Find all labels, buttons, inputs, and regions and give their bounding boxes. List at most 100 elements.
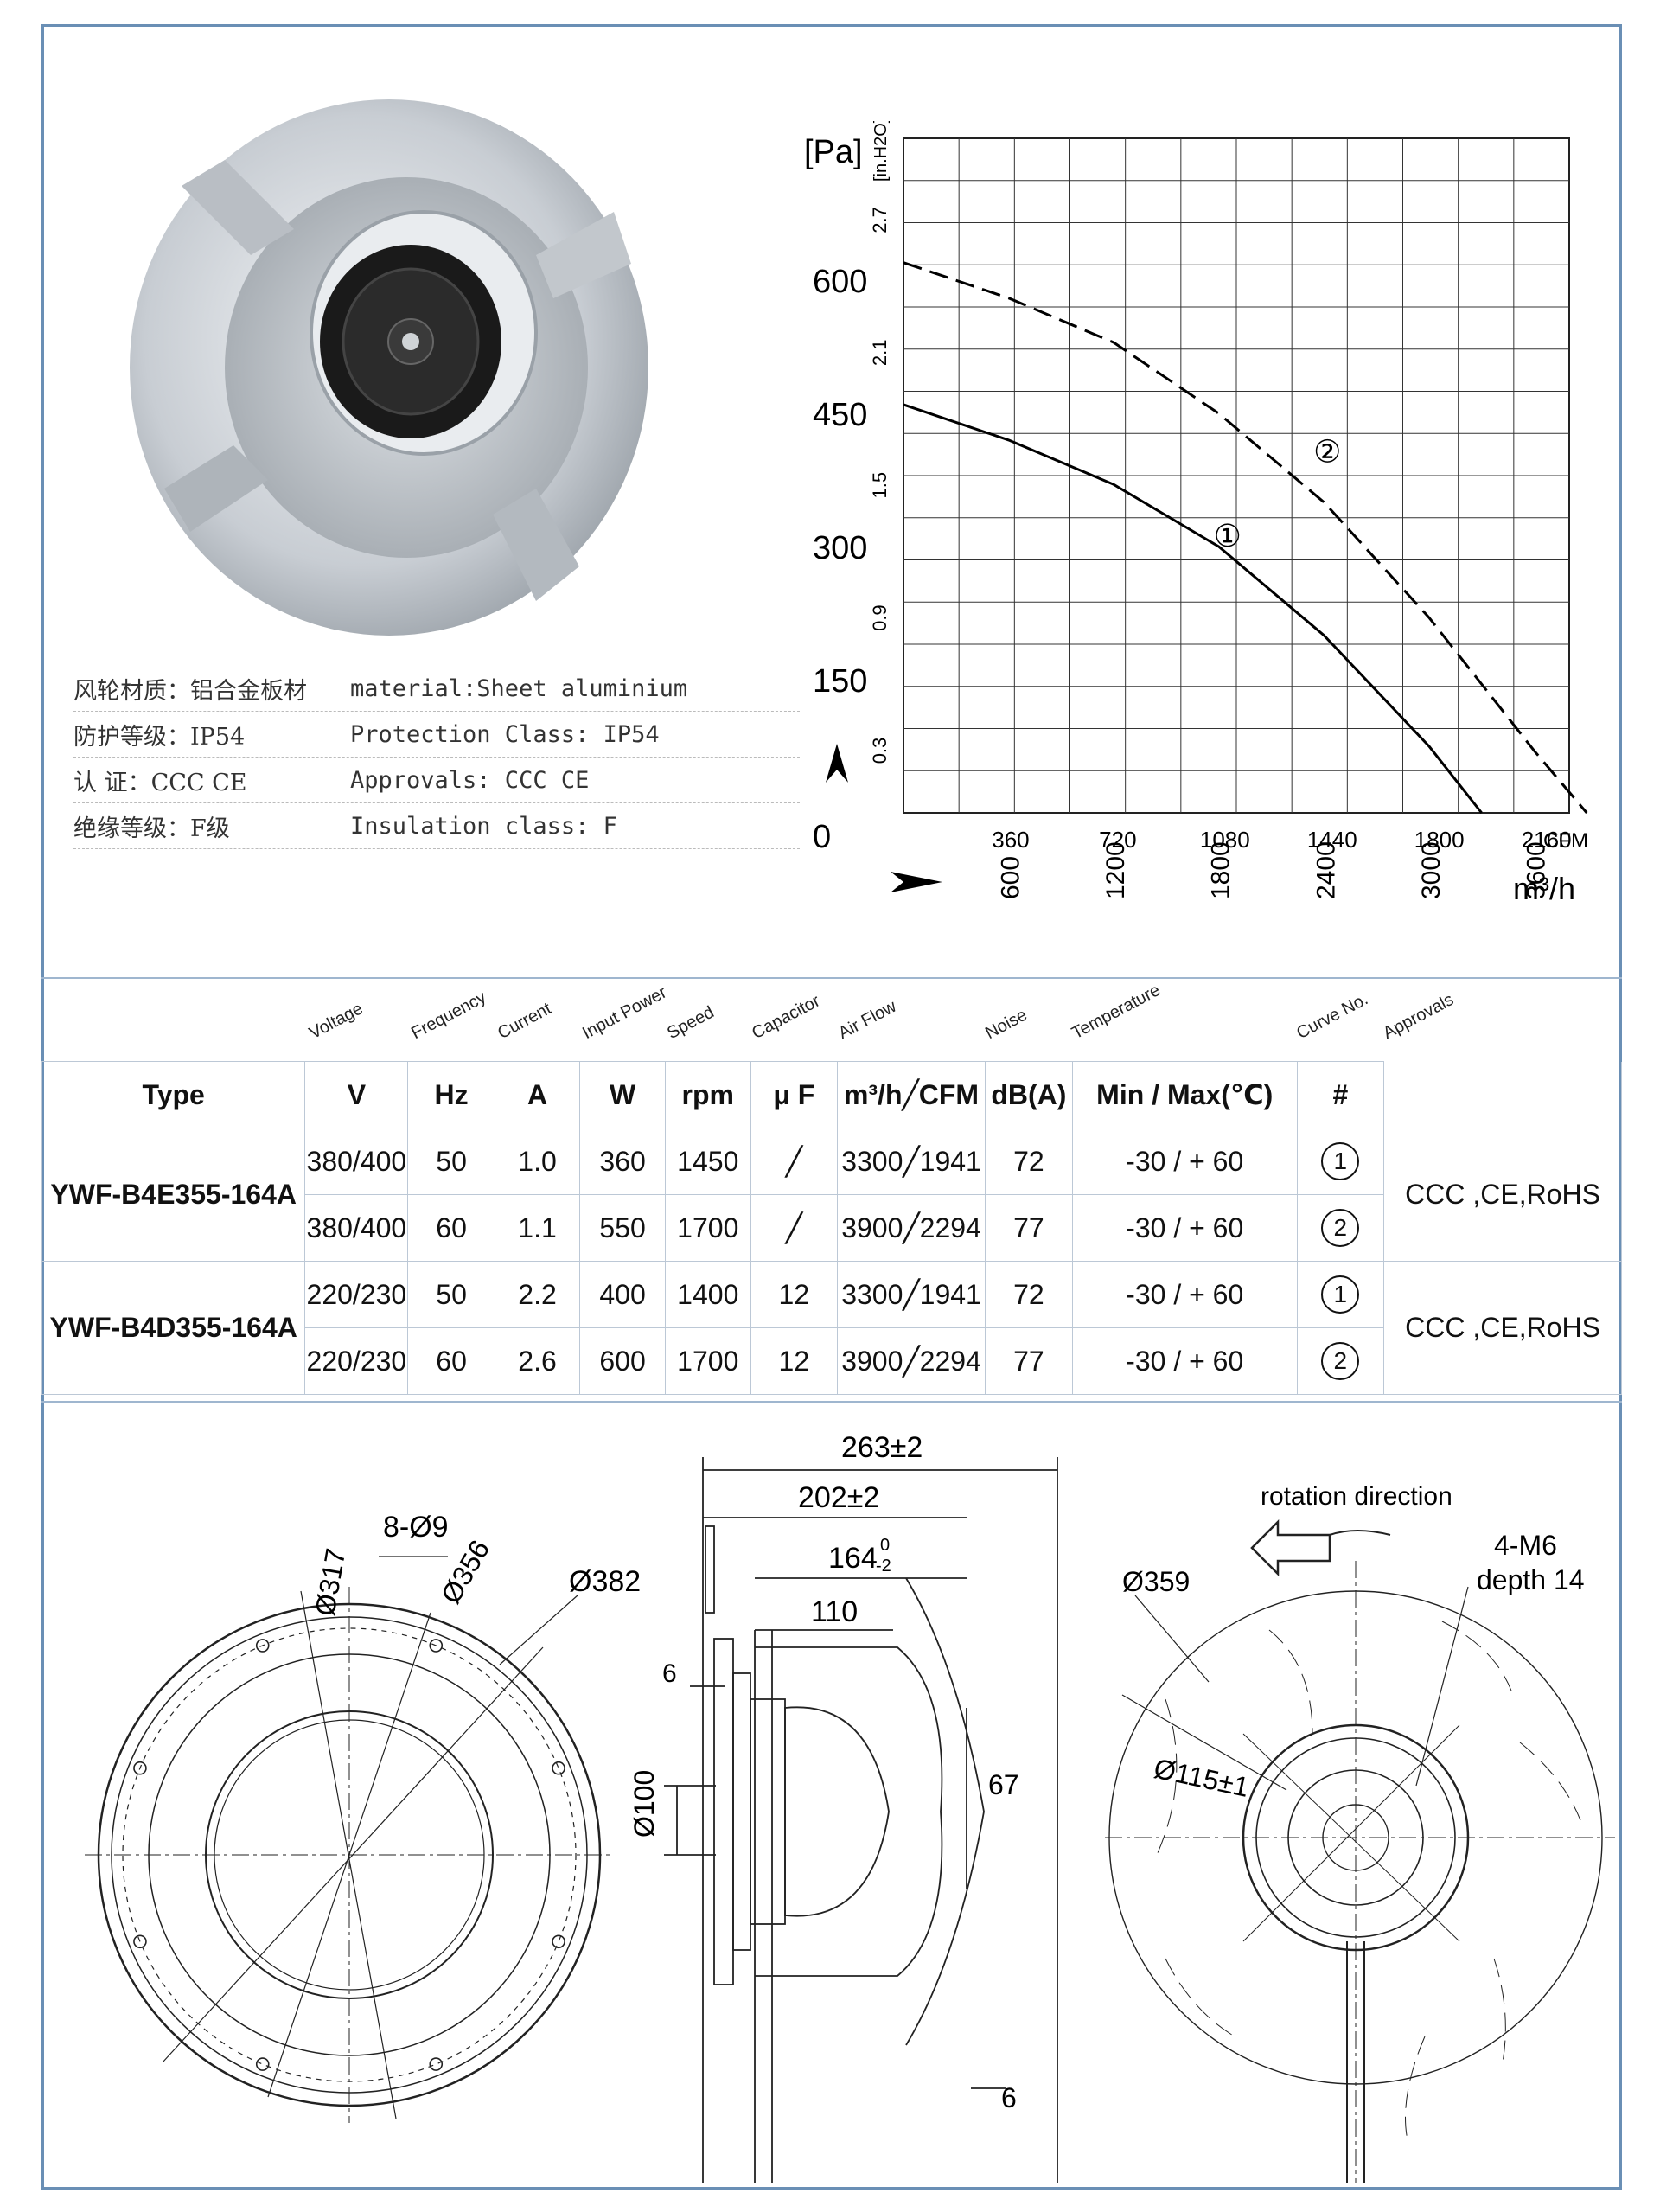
unit-cell: A: [494, 1061, 581, 1128]
spec-list: 风轮材质：铝合金板材 material:Sheet aluminium 防护等级…: [73, 666, 800, 849]
side-dim-67: 67: [988, 1769, 1019, 1800]
unit-cell: dB(A): [984, 1061, 1073, 1128]
back-thread-label: 4-M6: [1494, 1530, 1557, 1561]
table-cell: 2.6: [494, 1327, 581, 1395]
side-view-drawing: [664, 1457, 1058, 2183]
column-header-speed: Speed: [664, 1002, 718, 1044]
y-tick-inh2o: 0.9: [869, 604, 891, 631]
x-tick-m3h: 600: [997, 856, 1025, 899]
table-cell: 72: [984, 1261, 1073, 1328]
table-cell: 12: [750, 1261, 839, 1328]
divider-bottom: [42, 1401, 1622, 1403]
approvals-cell: CCC ,CE,RoHS: [1383, 1261, 1622, 1395]
x-tick-m3h: 3600: [1522, 841, 1550, 899]
curve-label-1: ①: [1214, 518, 1242, 553]
bolt-hole: [255, 2057, 270, 2071]
table-cell: 77: [984, 1327, 1073, 1395]
column-header-temperature: Temperature: [1069, 980, 1164, 1044]
technical-drawings: 8-Ø9 Ø317 Ø356 Ø382 263±2 202±2 164 0 -2…: [85, 1431, 1615, 2183]
type-cell: YWF-B4D355-164A: [41, 1261, 306, 1395]
table-cell: 1700: [664, 1327, 751, 1395]
x-tick-cfm: 720: [1099, 827, 1136, 853]
front-view-drawing: [85, 1556, 612, 2123]
table-cell: 60: [407, 1327, 495, 1395]
y-tick-pa: 450: [813, 397, 867, 433]
unit-cell: Min / Max(℃): [1071, 1061, 1298, 1128]
type-cell: YWF-B4E355-164A: [41, 1128, 306, 1262]
side-dim-263: 263±2: [841, 1431, 923, 1464]
unit-cell-empty: [1383, 1061, 1622, 1128]
spec-material-zh: 风轮材质：铝合金板材: [73, 677, 307, 705]
spec-material-en: material:Sheet aluminium: [350, 674, 688, 702]
curve-1: [903, 403, 1483, 814]
spec-approvals-zh: 认 证：CCC CE: [73, 769, 247, 796]
bolt-hole: [255, 1639, 270, 1653]
side-dim-164-sub: -2: [876, 1557, 891, 1576]
table-cell: -30 / + 60: [1071, 1327, 1298, 1395]
curve-number-badge: 1: [1321, 1275, 1360, 1314]
table-cell: 1450: [664, 1128, 751, 1195]
curve-number-cell: 1: [1296, 1261, 1385, 1328]
front-bolt-holes-label: 8-Ø9: [383, 1511, 449, 1544]
x-axis-unit-m3h: m³/h: [1513, 871, 1575, 906]
spec-insulation-zh: 绝缘等级：F级: [73, 815, 230, 842]
front-dia-382: Ø382: [569, 1565, 641, 1598]
column-header-approvals: Approvals: [1380, 989, 1458, 1044]
front-dia-356: Ø356: [435, 1535, 495, 1609]
table-cell: 72: [984, 1128, 1073, 1195]
column-header-capacitor: Capacitor: [749, 991, 824, 1044]
rotation-direction-label: rotation direction: [1261, 1482, 1452, 1511]
table-cell: 600: [579, 1327, 666, 1395]
y-tick-pa: 150: [813, 663, 867, 700]
table-cell: -30 / + 60: [1071, 1128, 1298, 1195]
table-cell: ╱: [750, 1128, 839, 1195]
back-view-drawing: [1105, 1518, 1615, 2183]
spec-approvals-en: Approvals: CCC CE: [350, 766, 590, 794]
fan-impeller-photo: [130, 99, 648, 636]
y-arrow-icon: [826, 744, 848, 783]
table-cell: 380/400: [304, 1128, 409, 1195]
curve-number-cell: 2: [1296, 1327, 1385, 1395]
table-cell: 50: [407, 1261, 495, 1328]
table-cell: 12: [750, 1327, 839, 1395]
table-cell: ╱: [750, 1194, 839, 1262]
table-cell: 220/230: [304, 1261, 409, 1328]
approvals-cell: CCC ,CE,RoHS: [1383, 1128, 1622, 1262]
x-tick-m3h: 1200: [1101, 841, 1130, 899]
curve-number-cell: 2: [1296, 1194, 1385, 1262]
unit-cell: W: [579, 1061, 666, 1128]
unit-cell: Hz: [407, 1061, 495, 1128]
unit-cell: μ F: [750, 1061, 839, 1128]
y-tick-inh2o: 0.3: [869, 738, 891, 764]
x-tick-cfm: 360: [992, 827, 1029, 853]
y-axis-label-pa: [Pa]: [804, 134, 863, 170]
table-cell: 220/230: [304, 1327, 409, 1395]
spec-protection: 防护等级：IP54 Protection Class: IP54: [73, 712, 800, 758]
unit-cell: V: [304, 1061, 409, 1128]
y-axis-label-inh2o: [in.H2O]: [872, 121, 891, 182]
x-tick-cfm: 2160: [1522, 827, 1572, 853]
curve-number-cell: 1: [1296, 1128, 1385, 1195]
table-cell: 1.1: [494, 1194, 581, 1262]
spec-insulation-en: Insulation class: F: [350, 812, 617, 840]
curve-number-badge: 2: [1321, 1209, 1360, 1247]
curve-number-badge: 2: [1321, 1342, 1360, 1380]
column-header-curve-no-: Curve No.: [1293, 989, 1372, 1044]
bolt-hole: [429, 1639, 444, 1653]
bolt-hole: [552, 1934, 565, 1949]
x-tick-m3h: 3000: [1417, 841, 1446, 899]
y-tick-pa: 600: [813, 264, 867, 300]
side-dim-110: 110: [811, 1595, 858, 1628]
bolt-hole: [552, 1761, 565, 1775]
table-cell: 3900╱2294: [837, 1327, 986, 1395]
bolt-hole: [133, 1934, 147, 1949]
chart-grid: [903, 137, 1570, 814]
side-dim-164-base: 164: [828, 1542, 878, 1575]
x-tick-m3h: 2400: [1312, 841, 1340, 899]
table-cell: 360: [579, 1128, 666, 1195]
divider-top: [42, 977, 1622, 979]
spec-material: 风轮材质：铝合金板材 material:Sheet aluminium: [73, 666, 800, 712]
